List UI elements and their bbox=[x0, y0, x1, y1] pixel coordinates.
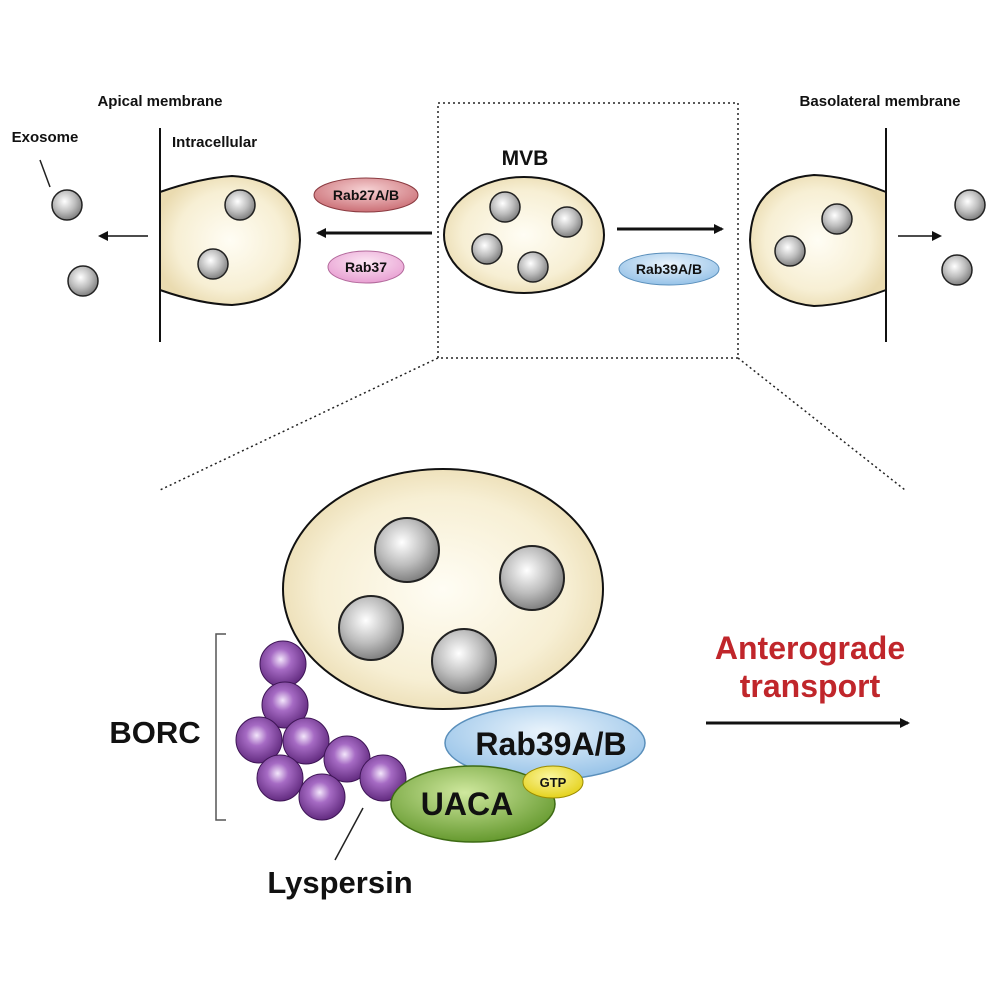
intraluminal-vesicle-large bbox=[431, 628, 497, 694]
zoom-line-left bbox=[159, 357, 439, 491]
exosome-label: Exosome bbox=[12, 129, 79, 146]
exosome-particle bbox=[774, 235, 806, 267]
rab39-large-label: Rab39A/B bbox=[475, 726, 626, 762]
rab37-protein bbox=[327, 250, 405, 284]
intraluminal-vesicle-large bbox=[338, 595, 404, 661]
apical-vesicle bbox=[159, 174, 302, 307]
borc-subunit bbox=[298, 773, 346, 821]
released-exosome bbox=[51, 189, 83, 221]
mvb-label: MVB bbox=[502, 147, 549, 170]
exosome-particle bbox=[821, 203, 853, 235]
gtp-molecule bbox=[522, 765, 584, 799]
intraluminal-vesicle bbox=[489, 191, 521, 223]
intracellular-label: Intracellular bbox=[172, 134, 257, 151]
borc-subunit bbox=[282, 717, 330, 765]
intraluminal-vesicle bbox=[517, 251, 549, 283]
exosome-pointer-line bbox=[39, 159, 51, 188]
borc-subunit bbox=[259, 640, 307, 688]
released-exosome bbox=[67, 265, 99, 297]
intraluminal-vesicle-large bbox=[499, 545, 565, 611]
rab39-small-label: Rab39A/B bbox=[636, 261, 702, 277]
lyspersin-label: Lyspersin bbox=[267, 865, 412, 900]
uaca-protein bbox=[390, 765, 556, 843]
gtp-label: GTP bbox=[540, 775, 567, 790]
exosome-particle bbox=[197, 248, 229, 280]
borc-subunit bbox=[235, 716, 283, 764]
rab27-label: Rab27A/B bbox=[333, 187, 399, 203]
intraluminal-vesicle bbox=[551, 206, 583, 238]
rab39-small-protein bbox=[618, 252, 720, 286]
borc-complex bbox=[235, 640, 407, 821]
intraluminal-vesicle-large bbox=[374, 517, 440, 583]
released-exosome bbox=[941, 254, 973, 286]
borc-bracket bbox=[215, 633, 226, 821]
lyspersin-pointer-line bbox=[334, 807, 364, 861]
anterograde-label-line2: transport bbox=[740, 668, 881, 704]
uaca-label: UACA bbox=[421, 786, 513, 822]
borc-label: BORC bbox=[109, 715, 200, 750]
anterograde-label-line1: Anterograde bbox=[715, 630, 905, 666]
rab27-protein bbox=[313, 177, 419, 213]
basolateral-membrane-label: Basolateral membrane bbox=[800, 93, 961, 110]
zoom-line-right bbox=[737, 357, 906, 491]
zoom-box bbox=[437, 102, 739, 359]
borc-subunit bbox=[359, 754, 407, 802]
borc-subunit bbox=[256, 754, 304, 802]
released-exosome bbox=[954, 189, 986, 221]
basolateral-vesicle bbox=[748, 173, 887, 308]
rab37-label: Rab37 bbox=[345, 259, 387, 275]
intraluminal-vesicle bbox=[471, 233, 503, 265]
exosome-particle bbox=[224, 189, 256, 221]
apical-membrane-label: Apical membrane bbox=[97, 93, 222, 110]
borc-subunit bbox=[261, 681, 309, 729]
